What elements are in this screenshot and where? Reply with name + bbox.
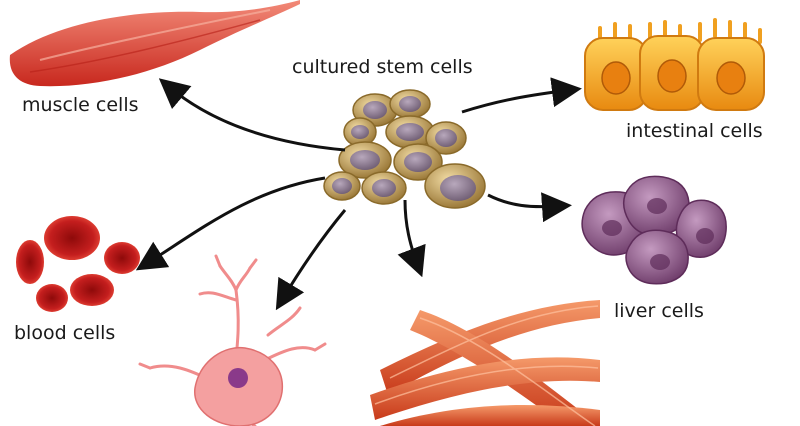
- arrow-to-muscle-cells: [158, 78, 346, 152]
- label-cultured-stem-cells: cultured stem cells: [292, 56, 473, 78]
- nerve-cell-illustration: [138, 254, 327, 426]
- blood-cells-illustration: [16, 216, 140, 312]
- label-blood-cells: blood cells: [14, 322, 116, 344]
- arrow-to-muscle-fibers: [397, 199, 426, 278]
- arrows: [135, 77, 582, 311]
- label-intestinal-cells: intestinal cells: [626, 120, 763, 142]
- label-liver-cells: liver cells: [614, 300, 704, 322]
- arrow-to-intestinal-cells: [461, 77, 582, 114]
- muscle-cell-illustration: [9, 0, 300, 87]
- stem-cells-cluster-illustration: [323, 89, 486, 209]
- intestinal-cells-illustration: [584, 18, 765, 111]
- liver-cells-illustration: [581, 175, 727, 285]
- arrow-to-nerve-cell: [275, 209, 347, 311]
- arrow-to-liver-cells: [487, 192, 572, 223]
- muscle-fiber-illustration: [370, 300, 600, 426]
- arrow-to-blood-cells: [135, 176, 326, 271]
- label-muscle-cells: muscle cells: [22, 94, 139, 116]
